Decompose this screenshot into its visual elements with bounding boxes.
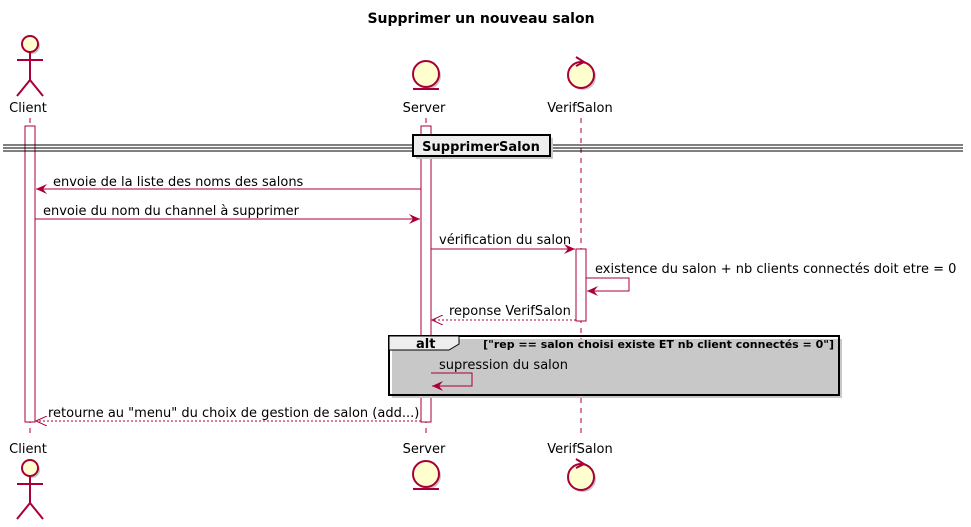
alt-condition: ["rep == salon choisi existe ET nb clien… [483, 338, 834, 351]
diagram-title: Supprimer un nouveau salon [367, 11, 594, 27]
client-activation [24, 125, 36, 423]
server-entity-icon [412, 60, 441, 90]
message-4-label: existence du salon + nb clients connecté… [595, 262, 956, 277]
server-entity-bottom-icon [412, 460, 441, 490]
alt-keyword: alt [416, 337, 435, 352]
message-3-label: vérification du salon [439, 233, 571, 248]
verifsalon-control-bottom-icon [567, 458, 596, 492]
alt-fragment: alt ["rep == salon choisi existe ET nb c… [388, 335, 842, 398]
verifsalon-activation [575, 248, 587, 322]
verifsalon-label-top: VerifSalon [547, 101, 612, 116]
client-label-bottom: Client [9, 442, 47, 457]
verifsalon-control-icon [567, 56, 596, 90]
divider-supprimersalon: SupprimerSalon [3, 134, 963, 159]
server-activation [420, 125, 432, 423]
message-5-label: reponse VerifSalon [449, 304, 571, 319]
message-6-label: supression du salon [439, 358, 568, 373]
client-label-top: Client [9, 101, 47, 116]
server-label-top: Server [403, 101, 446, 116]
verifsalon-label-bottom: VerifSalon [547, 442, 612, 457]
message-6-arrow [431, 372, 473, 391]
message-1-label: envoie de la liste des noms des salons [53, 175, 304, 190]
client-actor-icon [16, 35, 44, 97]
divider-label: SupprimerSalon [422, 140, 540, 155]
message-4-arrow [586, 277, 630, 296]
message-7-label: retourne au "menu" du choix de gestion d… [48, 406, 419, 421]
server-label-bottom: Server [403, 442, 446, 457]
client-actor-bottom-icon [16, 459, 44, 520]
message-2-label: envoie du nom du channel à supprimer [43, 204, 300, 219]
